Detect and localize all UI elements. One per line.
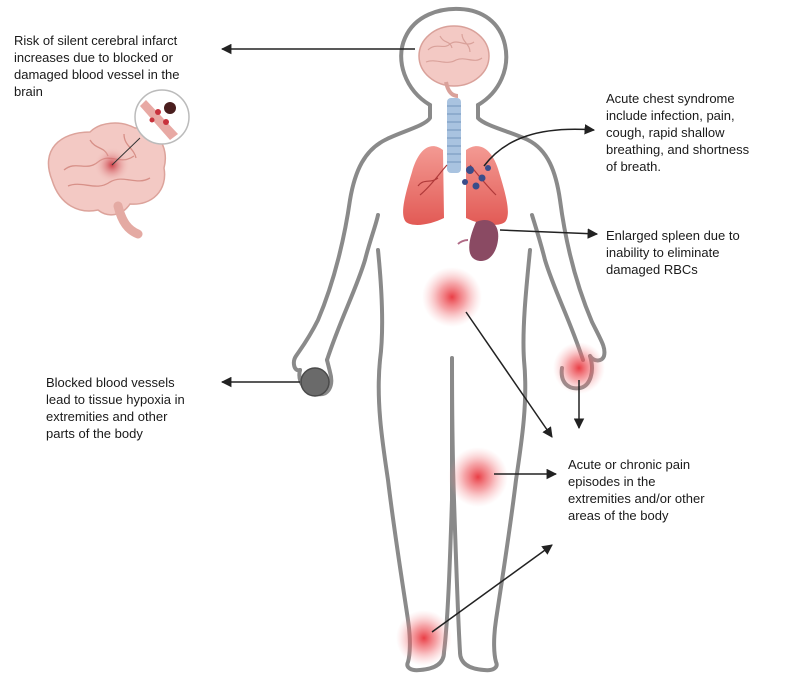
pain-annotation-line: extremities and/or other	[568, 491, 705, 506]
vessels-annotation-line: lead to tissue hypoxia in	[46, 392, 185, 407]
chest-annotation-line: of breath.	[606, 159, 661, 174]
brain-annotation: Risk of silent cerebral infarct increase…	[14, 32, 180, 100]
pain-glow-thigh	[448, 447, 508, 507]
arrow-to-spleen-label	[499, 228, 599, 239]
brain-annotation-line: damaged blood vessel in the	[14, 67, 180, 82]
blocked-hand-icon	[300, 367, 330, 397]
chest-annotation-line: Acute chest syndrome	[606, 91, 735, 106]
pain-annotation-line: Acute or chronic pain	[568, 457, 691, 472]
chest-annotation: Acute chest syndrome include infection, …	[606, 90, 749, 175]
spleen-annotation: Enlarged spleen due to inability to elim…	[606, 227, 740, 278]
pain-glow-abdomen	[422, 267, 482, 327]
arrow-abdomen-to-pain	[465, 311, 553, 438]
trachea-icon	[447, 98, 461, 173]
brain-annotation-line: Risk of silent cerebral infarct	[14, 33, 178, 48]
spleen-annotation-line: damaged RBCs	[606, 262, 698, 277]
pain-annotation-line: areas of the body	[568, 508, 669, 523]
pain-glow-right-hand	[553, 342, 605, 394]
arrow-to-chest-label	[483, 124, 596, 167]
side-brain-illustration	[47, 122, 166, 239]
vessels-annotation-line: parts of the body	[46, 426, 143, 441]
blocked-vessel-magnifier-icon	[134, 89, 190, 145]
brain-annotation-line: increases due to blocked or	[14, 50, 173, 65]
pain-annotation: Acute or chronic pain episodes in the ex…	[568, 456, 705, 524]
vessels-annotation-line: extremities and other	[46, 409, 168, 424]
brain-icon	[418, 25, 490, 98]
brain-annotation-line: brain	[14, 84, 43, 99]
spleen-icon	[457, 220, 499, 262]
chest-annotation-line: cough, rapid shallow	[606, 125, 725, 140]
spleen-annotation-line: inability to eliminate	[606, 245, 720, 260]
pain-annotation-line: episodes in the	[568, 474, 656, 489]
spleen-annotation-line: Enlarged spleen due to	[606, 228, 740, 243]
infection-particles-icon	[462, 165, 491, 190]
vessels-annotation-line: Blocked blood vessels	[46, 375, 175, 390]
human-body-outline	[291, 6, 607, 673]
vessels-annotation: Blocked blood vessels lead to tissue hyp…	[46, 374, 185, 442]
pain-glow-foot	[396, 610, 452, 666]
arrow-foot-to-pain	[431, 544, 553, 633]
chest-annotation-line: breathing, and shortness	[606, 142, 750, 157]
chest-annotation-line: include infection, pain,	[606, 108, 735, 123]
annotation-arrows	[220, 43, 599, 633]
